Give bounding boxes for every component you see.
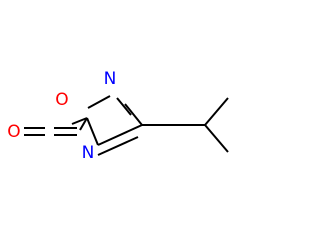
bond-n-o <box>87 95 111 109</box>
bond-c5-c4 <box>86 117 99 146</box>
structure-diagram: O N N O <box>7 69 229 163</box>
isocyanate-oxygen-label: O <box>7 122 20 142</box>
bond-isopropyl-methyl-lower <box>204 124 229 153</box>
bond-c5-isocyanate-n <box>79 117 88 131</box>
bond-c4-c3 <box>97 124 143 146</box>
ring-nitrogen-label: N <box>104 69 117 89</box>
bond-c3-n <box>124 103 143 126</box>
molecule-canvas: O N N O <box>7 69 229 163</box>
bond-c4-c3-double <box>97 136 139 156</box>
bond-c3-n-double <box>116 97 132 116</box>
bond-ring-o-c5 <box>71 117 88 125</box>
isocyanate-nitrogen-label: N <box>82 143 95 163</box>
ring-oxygen-label: O <box>55 90 68 110</box>
bond-isopropyl-methyl-upper <box>204 97 229 126</box>
